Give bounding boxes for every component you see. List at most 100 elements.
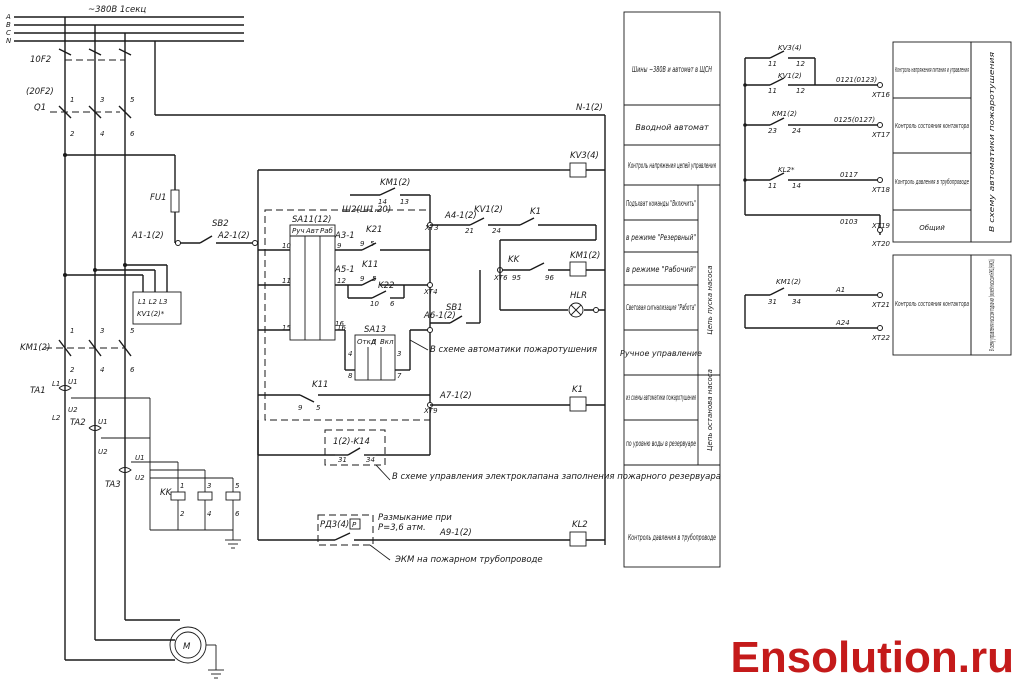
wire-0117: 0117 [840,171,858,179]
kk-heater-1 [170,491,186,501]
p-label: P [352,521,357,529]
brand-watermark: Ensolution.ru [730,633,1014,682]
valve-note: В схеме управления электроклапана заполн… [392,472,721,482]
sa13-pin-7: 7 [397,372,402,380]
phase-b: B [6,21,11,29]
kk-pin-96: 96 [545,274,554,282]
km-coil [569,261,587,277]
switch-sa11 [289,224,336,341]
kv1-pin-24: 24 [492,227,501,235]
ta1-u1: U1 [68,378,78,386]
kv1-contact-label: KV1(2) [778,72,802,80]
breaker-label: 10F2 [30,55,51,65]
legend-side-bottom: Цепь останова насоса [706,369,714,451]
power-circuit: 10F2 (20F2) Q1 1 3 5 2 4 6 FU1 [20,17,606,679]
km-coil-label: KM1(2) [570,251,600,261]
sa13-pin-4: 4 [348,350,352,358]
km-hold-label: KM1(2) [380,178,410,188]
ta1-l1: L1 [52,380,60,388]
legend-row-2: Контроль напряжения цепей управления [628,161,716,170]
pressure-sensor [349,518,361,530]
remote-row-3: Общий [919,224,945,232]
switch-q1: 1 3 5 2 4 6 [50,96,135,138]
kl2-contact-label: KL2* [778,166,795,174]
a6-label: A6-1(2) [423,311,456,321]
km-label: KM1(2) [20,343,50,353]
legend-column: Шины ~380В и автомат в ЩСН Вводной автом… [620,11,721,568]
kk-label: KK [160,488,173,498]
ta3-label: TA3 [105,480,121,490]
kv1-pin-21: 21 [465,227,474,235]
fuse-fu1 [170,189,180,213]
k1-label: K1 [530,207,541,217]
kv3-pin-11: 11 [768,60,777,68]
kk-contact-label: KK [508,255,521,265]
breaker-alt-label: (20F2) [26,87,54,97]
kl2-pin-14: 14 [792,182,801,190]
legend-row-7: Ручное управление [620,349,702,358]
k11-break-label: K11 [312,380,328,390]
legend-row-0: Шины ~380В и автомат в ЩСН [632,65,712,74]
breaker-10f2: 10F2 (20F2) Q1 [26,48,132,113]
switch-sa13 [354,334,396,381]
xt18-label: XT18 [871,186,891,194]
phase-c: C [6,29,11,37]
ta1-u2: U2 [68,406,78,414]
sa11-pin-15: 15 [282,324,291,332]
kv3-coil [569,162,587,178]
ta2-u1: U1 [98,418,108,426]
q1-pin-1: 1 [70,96,74,104]
k11-pin-5: 5 [372,275,377,283]
ekm-note: ЭКМ на пожарном трубопроводе [394,555,543,565]
q1-pin-5: 5 [130,96,135,104]
sa11-head-work: Раб [320,227,334,235]
contactor-km: KM1(2) 1 3 5 2 4 6 [20,327,135,374]
km-pin-1: 1 [70,327,74,335]
xt22-label: XT22 [871,334,891,342]
a1-label: A1-1(2) [131,231,164,241]
ta1-label: TA1 [30,386,46,396]
rd-label: РД3(4) [320,520,349,530]
q1-pin-3: 3 [100,96,104,104]
legend-row-8: из схемы автоматики пожаротушения [626,393,696,402]
kv3-label: KV3(4) [570,151,599,161]
k11-pin-9: 9 [360,275,365,283]
q1-pin-4: 4 [100,130,104,138]
legend-side-top: Цепь пуска насоса [706,265,714,334]
remote-row-2: Контроль давления в трубопроводе [895,178,969,186]
lower-km-label: KM1(2) [776,278,801,286]
wire-0125: 0125(0127) [834,116,875,124]
legend-row-9: по уровню воды в резервуаре [626,439,696,448]
legend-row-6: Световая сигнализация "Работа" [626,303,696,312]
kv3-contact-label: KV3(4) [778,44,802,52]
km-contact-label: KM1(2) [772,110,797,118]
xt4-label: XT4 [423,288,438,296]
km-pin-13: 13 [400,198,409,206]
kk-heater-3 [225,491,241,501]
sa13-head-on: Вкл [380,338,394,346]
k1-coil-label: K1 [572,385,583,395]
remote-contacts: KV3(4) KV1(2) 11 12 11 12 0121(0123) KM1… [743,41,1012,356]
motor-label: M [183,642,191,652]
km-pin-24: 24 [792,127,801,135]
km-pin-3: 3 [100,327,104,335]
remote-side: В схему автоматики пожаротушения [988,52,996,232]
km-pin-14: 14 [378,198,387,206]
sa13-head-off: Откл [357,338,376,346]
a7-label: A7-1(2) [439,391,472,401]
ta2-u2: U2 [98,448,108,456]
n-wire-label: N-1(2) [576,103,603,113]
kv3-pin-12: 12 [796,60,805,68]
remote-row2-side: В схему управления насосом подкачки (жок… [988,259,996,351]
wire-0121: 0121(0123) [836,76,877,84]
ta1-l2: L2 [52,414,61,422]
xt3-label: XT3 [424,224,439,232]
sa11-pin-10: 10 [282,242,291,250]
xt21-label: XT21 [871,301,890,309]
km-pin-4: 4 [100,366,104,374]
k21-pin-9: 9 [360,240,365,248]
q1-pin-6: 6 [130,130,135,138]
xt16-label: XT16 [871,91,891,99]
k11-break-pin-9: 9 [298,404,303,412]
